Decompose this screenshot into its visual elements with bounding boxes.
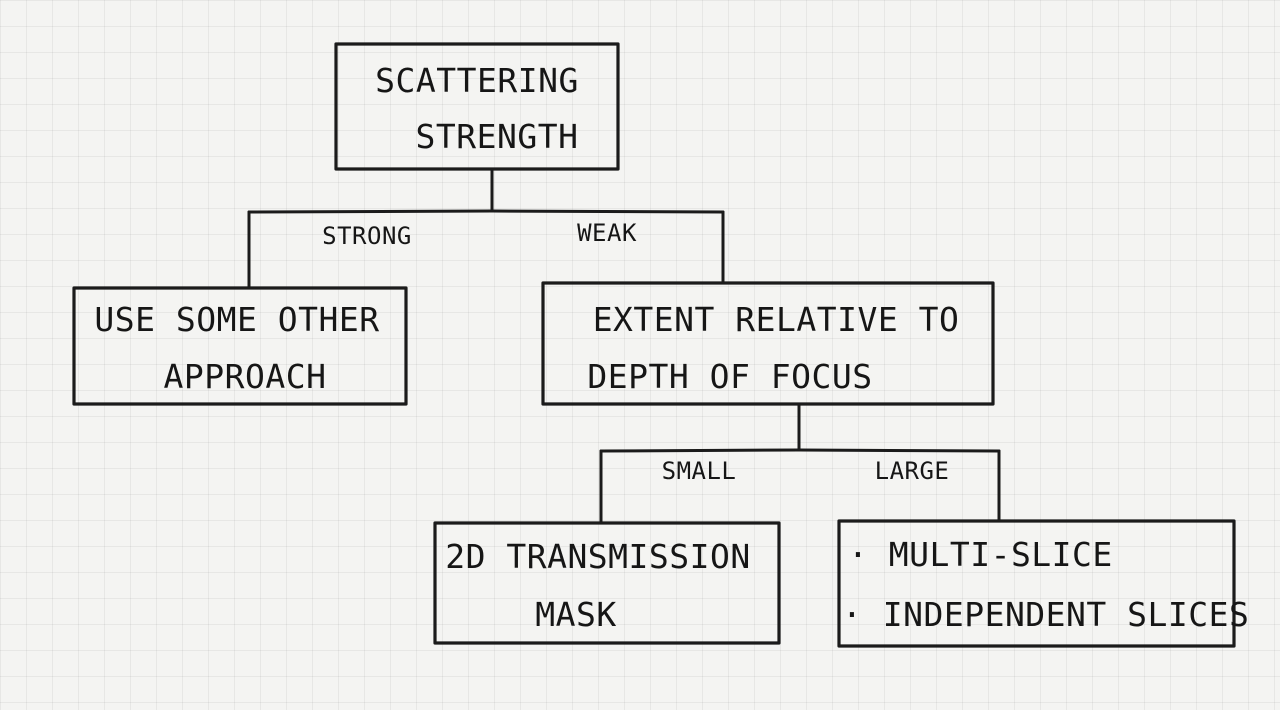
edge-label-strong: STRONG xyxy=(322,222,412,250)
node-slices-line-2: · INDEPENDENT SLICES xyxy=(842,595,1249,634)
node-extent-line-1: EXTENT RELATIVE TO xyxy=(593,300,960,339)
box-transmission-mask xyxy=(433,521,781,645)
node-boxes xyxy=(72,42,1236,648)
node-other-approach-line-1: USE SOME OTHER xyxy=(94,300,379,339)
node-slices-line-1: · MULTI-SLICE xyxy=(848,535,1113,574)
box-extent-relative xyxy=(541,281,995,406)
box-slices xyxy=(837,519,1236,648)
box-scattering-strength xyxy=(334,42,620,171)
box-other-approach xyxy=(72,286,408,406)
node-transmission-line-2: MASK xyxy=(535,595,616,634)
node-scattering-line-2: STRENGTH xyxy=(416,117,579,156)
edge-label-large: LARGE xyxy=(875,457,950,485)
node-extent-line-2: DEPTH OF FOCUS xyxy=(587,357,872,396)
node-transmission-line-1: 2D TRANSMISSION xyxy=(445,537,751,576)
edge-first-split-bar xyxy=(247,209,725,214)
edge-labels: STRONG WEAK SMALL LARGE xyxy=(322,219,949,485)
edge-label-small: SMALL xyxy=(662,457,737,485)
edge-label-weak: WEAK xyxy=(577,219,637,247)
connectors xyxy=(247,168,1001,525)
node-labels: SCATTERING STRENGTH USE SOME OTHER APPRO… xyxy=(94,61,1249,634)
node-other-approach-line-2: APPROACH xyxy=(164,357,327,396)
node-scattering-line-1: SCATTERING xyxy=(375,61,579,100)
edge-second-split-bar xyxy=(599,448,1001,453)
